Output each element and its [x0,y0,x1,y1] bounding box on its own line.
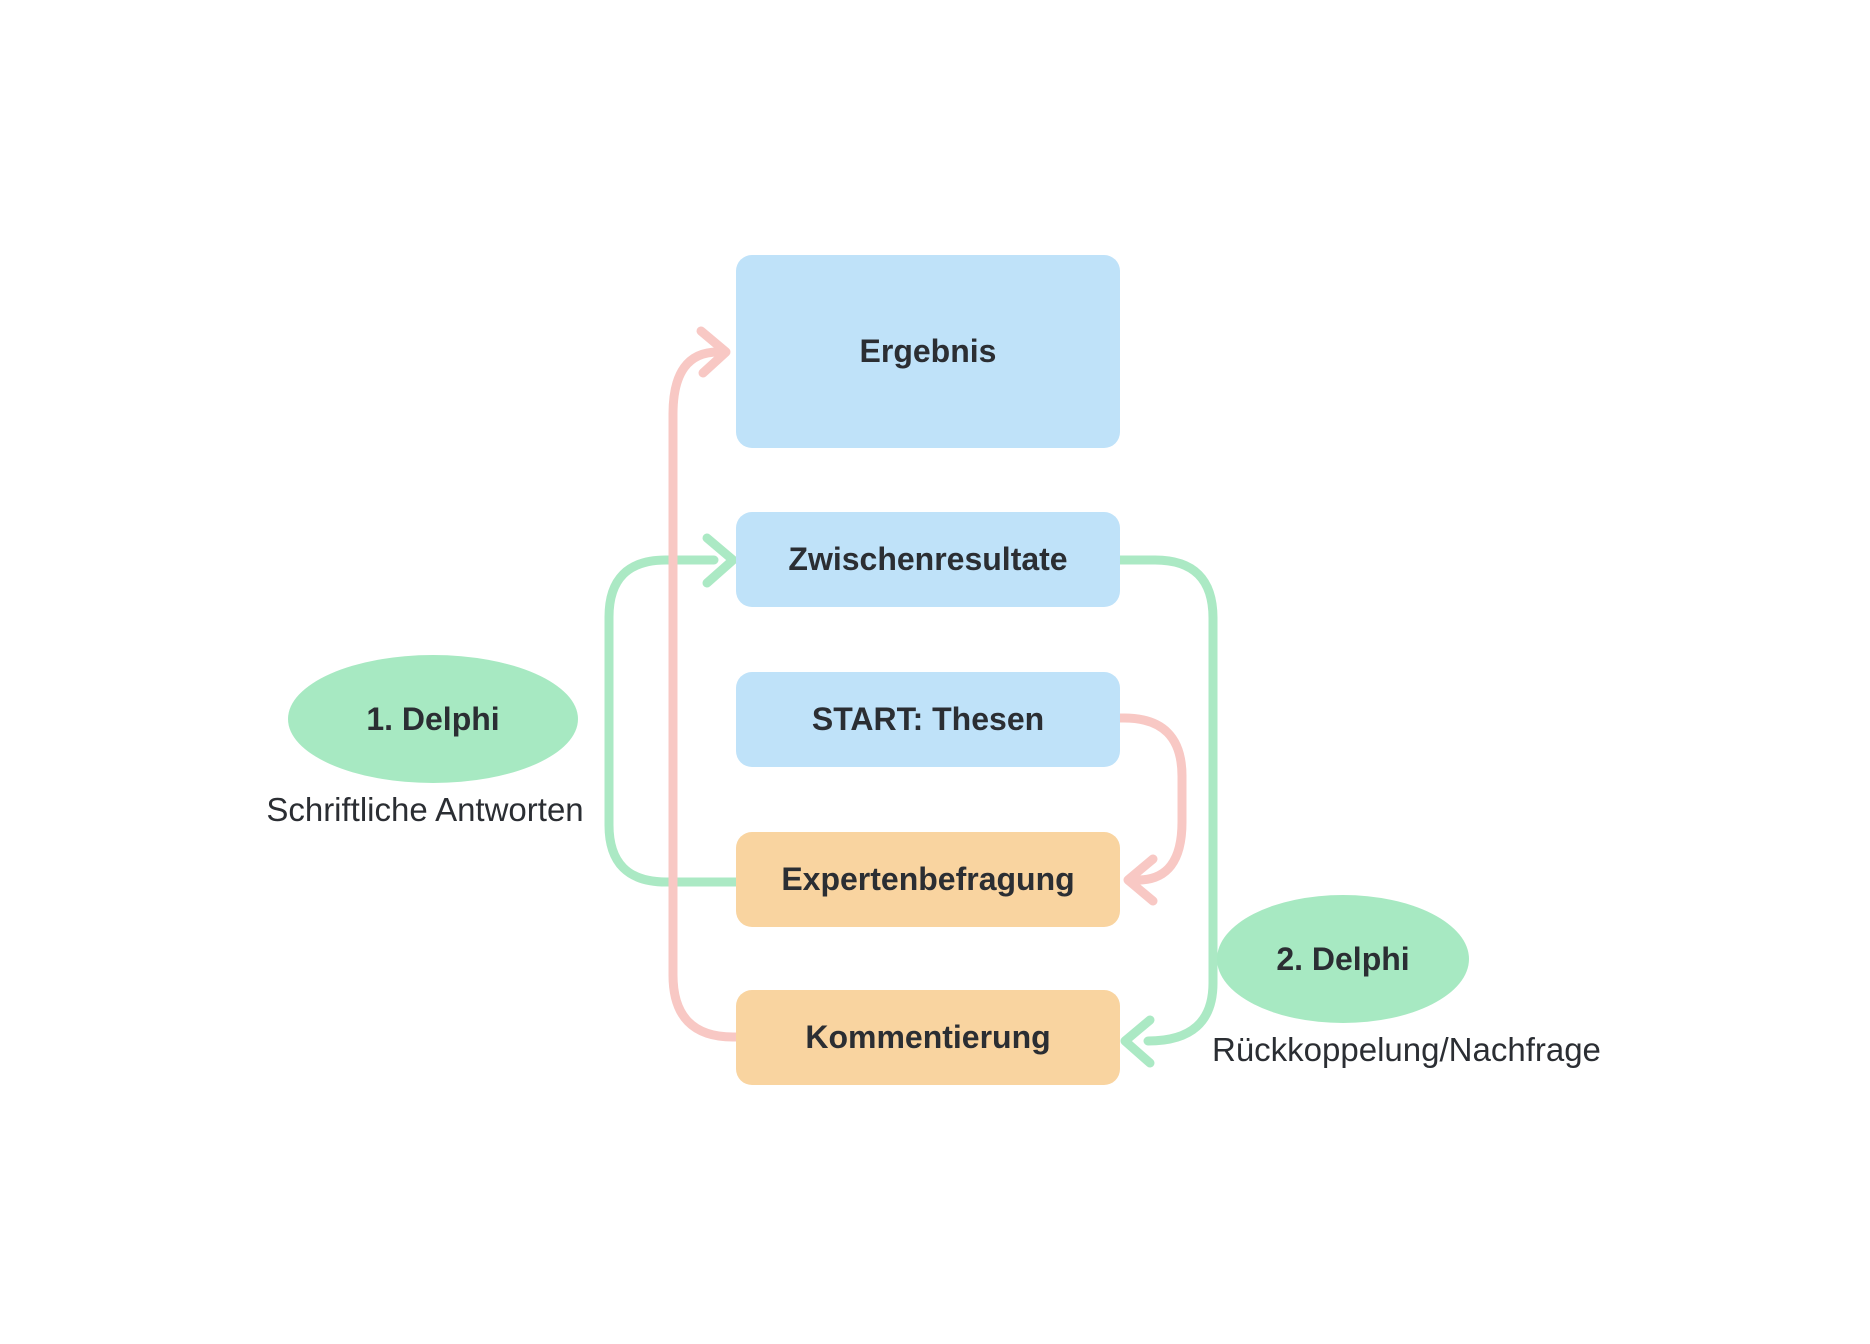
node-zwischenresultate: Zwischenresultate [736,512,1120,607]
node-kommentierung: Kommentierung [736,990,1120,1085]
stage-label: 1. Delphi [366,700,500,737]
arrow-start-to-expertenbefragung-head [1123,854,1158,906]
node-start-thesen: START: Thesen [736,672,1120,767]
node-label: Ergebnis [859,333,997,369]
node-label: Zwischenresultate [788,541,1068,577]
node-label: Expertenbefragung [781,861,1075,897]
arrow-zwischenresultate-to-kommentierung [1115,555,1218,1046]
arrow-kommentierung-to-ergebnis [668,347,741,1042]
node-label: Kommentierung [805,1019,1051,1055]
arrow-start-to-expertenbefragung [1115,713,1187,885]
stage-ellipse-delphi2: 2. Delphi [1217,895,1469,1023]
node-expertenbefragung: Expertenbefragung [736,832,1120,927]
node-ergebnis: Ergebnis [736,255,1120,448]
arrow-zwischenresultate-to-kommentierung-head [1120,1015,1155,1068]
arrow-kommentierung-to-ergebnis-head [696,326,731,378]
arrow-expertenbefragung-to-zwischenresultate-head [702,533,738,588]
stage-ellipse-delphi1: 1. Delphi [288,655,578,783]
annotation-schriftliche-antworten: Schriftliche Antworten [266,791,584,828]
node-label: START: Thesen [811,701,1045,737]
stage-label: 2. Delphi [1276,940,1410,977]
annotation-rueckkoppelung-nachfrage: Rückkoppelung/Nachfrage [1212,1031,1601,1068]
arrow-expertenbefragung-to-zwischenresultate [604,555,741,887]
